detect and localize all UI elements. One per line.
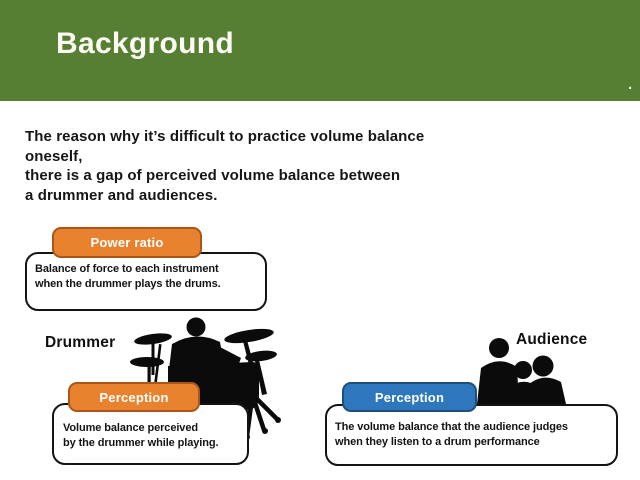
intro-line-2: oneself, xyxy=(25,147,83,165)
power-ratio-box: Balance of force to each instrument when… xyxy=(25,252,267,311)
audience-silhouette-icon xyxy=(477,338,566,404)
drummer-perception-box: Volume balance perceived by the drummer … xyxy=(52,403,249,465)
power-ratio-text-1: Balance of force to each instrument xyxy=(35,263,219,275)
power-ratio-tab: Power ratio xyxy=(52,227,202,258)
audience-perception-text-2: when they listen to a drum performance xyxy=(335,435,540,448)
drummer-perception-text-2: by the drummer while playing. xyxy=(63,436,219,449)
audience-perception-tab: Perception xyxy=(342,382,477,412)
drummer-perception-tab: Perception xyxy=(68,382,200,412)
intro-paragraph: The reason why it’s difficult to practic… xyxy=(25,127,424,205)
intro-line-4: a drummer and audiences. xyxy=(25,186,218,204)
slide-header: Background . xyxy=(0,0,640,101)
audience-perception-box: The volume balance that the audience jud… xyxy=(325,404,618,466)
page-title: Background xyxy=(56,27,235,60)
intro-line-3: there is a gap of perceived volume balan… xyxy=(25,167,401,184)
drummer-label: Drummer xyxy=(45,334,116,351)
power-ratio-text-2: when the drummer plays the drums. xyxy=(35,277,221,290)
intro-line-1: The reason why it’s difficult to practic… xyxy=(25,128,425,145)
audience-label: Audience xyxy=(516,331,588,348)
drummer-perception-text-1: Volume balance perceived xyxy=(63,422,198,434)
audience-perception-text-1: The volume balance that the audience jud… xyxy=(335,421,568,433)
header-dot: . xyxy=(628,76,633,93)
